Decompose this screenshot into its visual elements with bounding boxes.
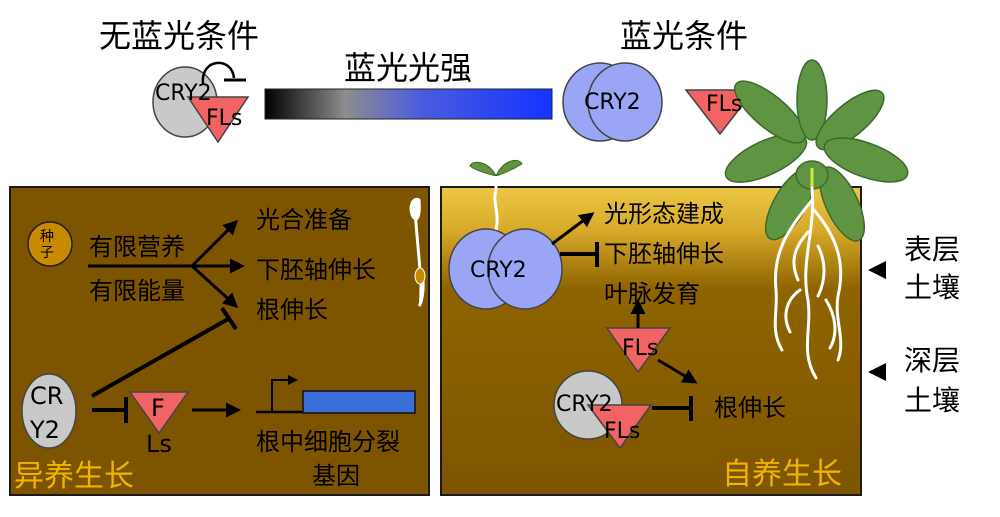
gene-box	[302, 390, 416, 414]
deep-soil-label-2: 土壤	[904, 384, 961, 417]
plant-root-system	[773, 186, 843, 380]
fls-label: FLs	[622, 336, 659, 361]
fls-label: FLs	[206, 106, 243, 131]
cry2-blue-right	[587, 62, 663, 142]
heterotrophic-growth-label: 异养生长	[14, 459, 134, 494]
blue-light-intensity-label: 蓝光光强	[344, 49, 473, 87]
surface-soil-label-1: 表层	[904, 233, 961, 266]
fls-triangle	[128, 391, 190, 435]
arrow-to-photosynthesis-prep	[190, 219, 239, 268]
vein-development-label: 叶脉发育	[604, 280, 700, 308]
cry2-blue-right	[487, 228, 563, 310]
gene-label-line-2: 基因	[312, 462, 360, 490]
cry2-label: CRY2	[470, 258, 527, 283]
fls-to-root-elongation	[657, 358, 698, 384]
fls-label: FLs	[604, 419, 641, 444]
arrow-to-photomorphogenesis	[551, 212, 595, 246]
mature-plant-rosette	[724, 59, 909, 242]
fls-split-label-1: F	[151, 394, 165, 422]
fls-triangle	[684, 89, 756, 136]
deep-soil-pointer	[868, 363, 886, 381]
fls-triangle	[586, 404, 653, 450]
gene-label-line-1: 根中细胞分裂	[256, 428, 400, 456]
deep-soil-label-1: 深层	[904, 344, 961, 377]
seed-label: 种子	[40, 229, 54, 261]
fls-label: FLs	[706, 92, 743, 117]
cry2-label: CRY2	[556, 392, 613, 417]
no-blue-light-title: 无蓝光条件	[99, 17, 260, 55]
surface-soil-label-2: 土壤	[904, 271, 961, 304]
cry2-label: CRY2	[584, 90, 641, 115]
cry2-inhibits-root-elongation	[91, 316, 231, 398]
cry2-split-label-1: CR	[30, 382, 64, 410]
root-elongation-label: 根伸长	[256, 296, 328, 324]
autotrophic-growth-label: 自养生长	[722, 457, 842, 492]
surface-soil-pointer	[868, 261, 886, 279]
inhibition-loop	[201, 61, 236, 85]
fls-split-label-2: Ls	[146, 430, 172, 458]
cry2-split-label-2: Y2	[30, 416, 60, 444]
blue-light-intensity-bar	[264, 88, 553, 120]
hypocotyl-elongation-label: 下胚轴伸长	[604, 240, 724, 268]
hypocotyl-elongation-label: 下胚轴伸长	[256, 256, 376, 284]
root-elongation-label: 根伸长	[714, 394, 786, 422]
cry2-gray-protein	[21, 373, 77, 449]
arrow-to-root-elongation	[190, 264, 239, 309]
blue-light-title: 蓝光条件	[620, 17, 749, 55]
fls-triangle	[186, 96, 250, 144]
cry2-label: CRY2	[155, 81, 212, 106]
seed-circle	[27, 221, 73, 267]
limited-energy-label: 有限能量	[89, 277, 185, 305]
photomorphogenesis-label: 光形态建成	[604, 200, 724, 228]
small-seedling-icon	[469, 159, 523, 177]
transcription-start-arrow	[271, 375, 298, 412]
photosynthesis-prep-label: 光合准备	[256, 206, 352, 234]
limited-nutrient-label: 有限营养	[89, 233, 185, 261]
